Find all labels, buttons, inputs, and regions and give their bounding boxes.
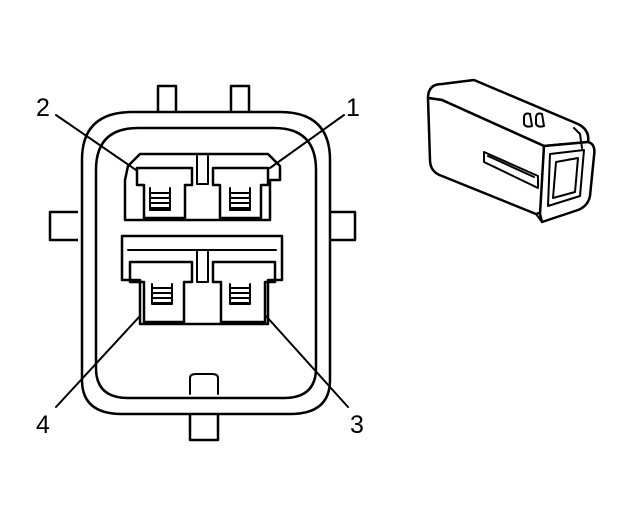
lower-cavity-frame — [120, 234, 284, 326]
pin-labels: 2 1 4 3 — [36, 94, 364, 439]
perspective-front-face — [538, 140, 596, 224]
housing-inner — [94, 126, 318, 400]
perspective-edge-line — [573, 127, 583, 149]
leader-pin-2 — [55, 114, 137, 171]
pin-label-1: 1 — [346, 94, 360, 122]
terminal-3 — [211, 260, 277, 324]
upper-divider — [196, 155, 209, 185]
bottom-latch — [189, 373, 219, 395]
top-tab-left — [156, 84, 178, 118]
leader-pin-4 — [55, 315, 141, 408]
perspective-lock-bump-2 — [535, 112, 545, 128]
top-tab-right — [229, 84, 251, 118]
perspective-side-slot — [483, 151, 539, 189]
pin-label-2: 2 — [36, 94, 50, 122]
connector-face-view — [48, 84, 357, 442]
terminal-1 — [211, 166, 270, 220]
perspective-front-opening — [547, 149, 585, 207]
lower-divider — [196, 249, 209, 283]
leader-pin-1 — [269, 114, 345, 169]
connector-perspective-view — [426, 78, 596, 224]
perspective-front-inner — [552, 157, 579, 199]
perspective-side-slot-inner — [487, 155, 535, 178]
perspective-bottom-edge — [535, 213, 543, 223]
upper-cavity-frame — [123, 152, 282, 222]
terminal-4 — [128, 260, 194, 324]
side-ear-left — [48, 210, 78, 242]
terminal-2 — [135, 166, 194, 220]
pin-label-3: 3 — [350, 411, 364, 439]
side-ear-right — [330, 210, 357, 242]
pin-label-4: 4 — [36, 411, 50, 439]
perspective-lock-bump-1 — [523, 112, 533, 128]
leader-lines — [55, 114, 349, 408]
leader-pin-3 — [265, 315, 349, 408]
